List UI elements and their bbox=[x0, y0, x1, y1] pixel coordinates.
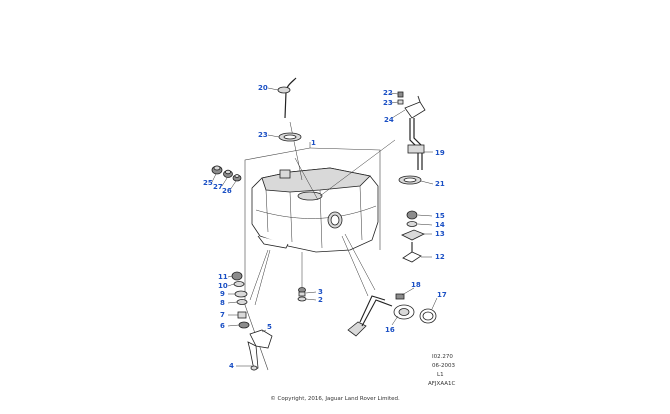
callout-17: 17 bbox=[437, 291, 447, 299]
cap-27 bbox=[223, 169, 233, 178]
mount-13 bbox=[401, 229, 425, 241]
ref-date: 06-2003 bbox=[432, 363, 455, 369]
callout-15: 15 bbox=[435, 212, 445, 220]
callout-27: 27 bbox=[213, 183, 223, 191]
callout-23b: 23 bbox=[383, 99, 393, 107]
callout-14: 14 bbox=[435, 221, 445, 229]
callout-8: 8 bbox=[220, 299, 225, 307]
callout-6: 6 bbox=[220, 322, 225, 330]
bush-7 bbox=[237, 311, 247, 319]
callout-23: 23 bbox=[258, 131, 268, 139]
callout-13: 13 bbox=[435, 230, 445, 238]
grommet-11 bbox=[231, 271, 243, 281]
sensor-18 bbox=[395, 293, 405, 300]
callout-11: 11 bbox=[218, 273, 228, 281]
callout-18: 18 bbox=[411, 281, 421, 289]
washer-8 bbox=[236, 299, 248, 305]
mount-12 bbox=[402, 242, 422, 263]
bush-6 bbox=[238, 321, 250, 329]
mount-14 bbox=[406, 221, 418, 227]
ref-code: AFJXAA1C bbox=[428, 381, 455, 387]
fuel-pump-sender bbox=[397, 91, 426, 185]
washer-9 bbox=[234, 290, 248, 298]
callout-19: 19 bbox=[435, 149, 445, 157]
callout-5: 5 bbox=[267, 323, 272, 331]
strap-4 bbox=[247, 341, 259, 371]
copyright-notice: © Copyright, 2016, Jaguar Land Rover Lim… bbox=[270, 395, 400, 402]
callout-22: 22 bbox=[383, 89, 393, 97]
sender-unit bbox=[277, 77, 297, 119]
seal-ring-upper bbox=[278, 132, 302, 142]
callout-4: 4 bbox=[229, 362, 234, 370]
bracket-5 bbox=[249, 329, 273, 349]
ref-level: L1 bbox=[437, 372, 444, 378]
callout-9: 9 bbox=[220, 290, 225, 298]
fuel-tank bbox=[251, 167, 379, 253]
mount-15 bbox=[406, 210, 418, 220]
callout-3: 3 bbox=[318, 288, 323, 296]
cap-25 bbox=[211, 165, 223, 175]
callout-16: 16 bbox=[385, 326, 395, 334]
callout-2: 2 bbox=[318, 296, 323, 304]
ref-illustration-number: I02.270 bbox=[432, 354, 453, 360]
callout-24: 24 bbox=[384, 116, 394, 124]
drain-plug bbox=[298, 287, 306, 297]
washer-10 bbox=[233, 281, 245, 287]
callout-26: 26 bbox=[222, 187, 232, 195]
pump-housing-16 bbox=[347, 295, 415, 337]
seal-ring-17 bbox=[419, 308, 437, 324]
callout-7: 7 bbox=[220, 311, 225, 319]
callout-10: 10 bbox=[218, 282, 228, 290]
callout-20: 20 bbox=[258, 84, 268, 92]
cap-26 bbox=[232, 174, 242, 182]
callout-21: 21 bbox=[435, 180, 445, 188]
assembly-frame-right bbox=[309, 147, 381, 250]
drain-washer bbox=[297, 296, 307, 302]
callout-1: 1 bbox=[311, 139, 316, 147]
callout-12: 12 bbox=[435, 253, 445, 261]
callout-25: 25 bbox=[203, 179, 213, 187]
